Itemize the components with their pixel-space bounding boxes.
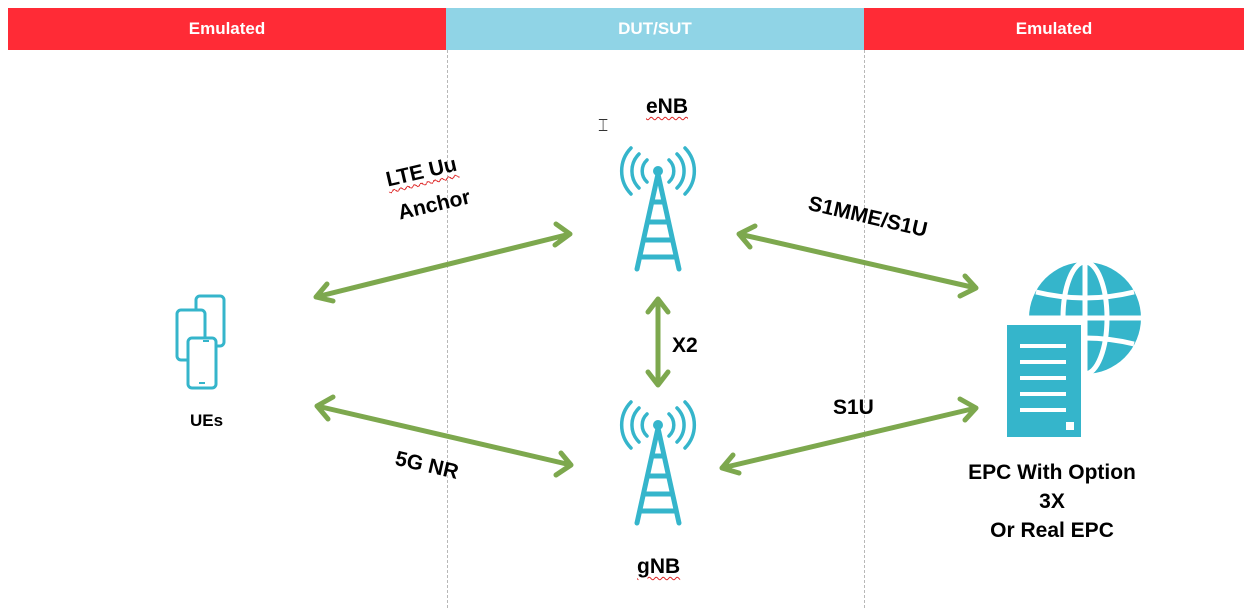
gnb-label: gNB (637, 555, 681, 578)
enb-tower-icon (622, 148, 695, 269)
divider-right (864, 50, 865, 608)
x2-label: X2 (672, 334, 698, 357)
divider-left (447, 50, 448, 608)
epc-label-line3: Or Real EPC (990, 519, 1114, 542)
x2-arrow (645, 296, 671, 388)
ues-label: UEs (190, 411, 224, 430)
s1u-arrow (719, 396, 979, 476)
text-cursor-icon: ⌶ (598, 116, 609, 136)
gnb-tower-icon (622, 402, 695, 523)
ues-phones-icon (175, 294, 226, 390)
s1mme-s1u-arrow (736, 223, 979, 299)
s1u-label: S1U (833, 396, 874, 419)
emulated-header-left: Emulated (8, 8, 446, 50)
epc-server-globe-icon (1001, 259, 1141, 443)
5g-nr-arrow (314, 394, 574, 478)
dut-sut-header: DUT/SUT (446, 8, 864, 50)
epc-label-line2: 3X (1039, 490, 1065, 513)
enb-label: eNB (646, 95, 689, 118)
epc-label-line1: EPC With Option (968, 461, 1136, 484)
emulated-header-right: Emulated (864, 8, 1244, 50)
lte-uu-arrow (313, 221, 573, 304)
